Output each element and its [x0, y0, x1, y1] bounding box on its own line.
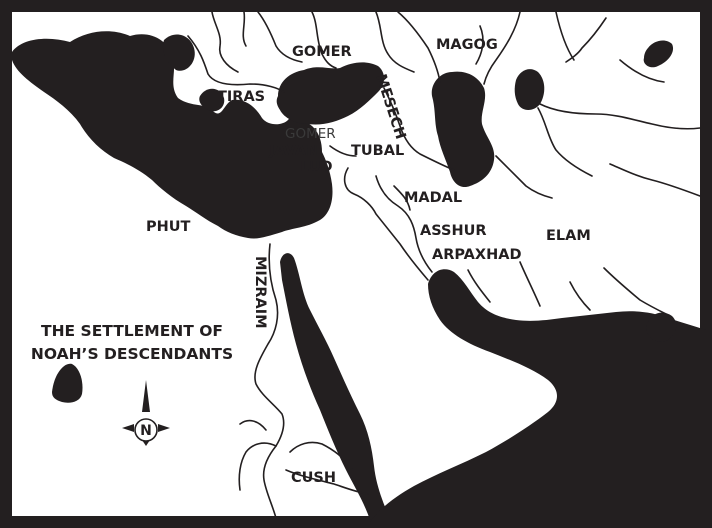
- river-tigris-2: [393, 185, 411, 211]
- compass-east-arm: [158, 424, 170, 432]
- map-title-line-2: NOAH’S DESCENDANTS: [31, 345, 233, 363]
- label-tubal: TUBAL: [351, 143, 404, 159]
- river-nile: [254, 243, 285, 519]
- river-north-1: [211, 11, 239, 73]
- river-amu: [537, 107, 593, 177]
- label-javan: JAVAN: [268, 143, 318, 159]
- river-nile-branch-4: [239, 419, 267, 431]
- island-blob: [52, 363, 83, 403]
- black-sea: [276, 62, 384, 125]
- river-zagros-1: [467, 269, 491, 303]
- river-dniester: [257, 11, 303, 63]
- river-northeast-3: [619, 59, 665, 83]
- label-elam: ELAM: [546, 228, 591, 244]
- river-east-1: [609, 163, 701, 197]
- river-zagros-2: [519, 261, 541, 307]
- river-indus-region: [603, 267, 667, 315]
- label-tiras: TIRAS: [217, 89, 265, 105]
- river-ural: [483, 11, 521, 85]
- river-nile-branch-1: [238, 442, 277, 491]
- river-nile-branch-3: [285, 469, 369, 495]
- compass-west-arm: [122, 424, 134, 432]
- label-magog: MAGOG: [436, 37, 498, 53]
- label-cush: CUSH: [291, 470, 336, 486]
- label-mizraim: MIZRAIM: [252, 256, 268, 329]
- mediterranean-sea: [12, 31, 333, 239]
- label-asshur: ASSHUR: [420, 223, 487, 239]
- label-gomer-north: GOMER: [292, 44, 352, 60]
- river-danube: [187, 35, 285, 93]
- river-caspian-east: [495, 155, 553, 199]
- red-sea: [280, 253, 388, 520]
- river-don: [375, 11, 415, 73]
- map-title-line-1: THE SETTLEMENT OF: [41, 322, 223, 340]
- river-mesech-border: [383, 87, 455, 171]
- caspian-sea: [431, 71, 495, 188]
- river-volga-2: [475, 25, 484, 65]
- river-anatolia: [329, 145, 357, 157]
- river-volga: [397, 11, 441, 83]
- river-north-2: [242, 11, 247, 47]
- label-madal: MADAL: [404, 190, 462, 206]
- persian-gulf-arabian-sea: [370, 269, 706, 522]
- river-syr: [539, 103, 701, 130]
- river-zagros-3: [569, 281, 591, 311]
- river-nile-branch-2: [289, 441, 353, 469]
- compass-rose: N: [122, 380, 170, 446]
- compass-n-letter: N: [140, 423, 152, 439]
- aral-sea: [514, 69, 545, 110]
- river-euphrates: [343, 167, 429, 281]
- aegean-land-blob: [162, 34, 195, 71]
- label-phut: PHUT: [146, 219, 191, 235]
- compass-circle: [134, 418, 158, 442]
- river-dnieper: [311, 11, 337, 69]
- river-northeast-2: [565, 17, 607, 63]
- compass-north-arrow: [142, 380, 150, 412]
- gulf-island-blob: [646, 312, 677, 342]
- lake-balkhash: [643, 40, 674, 68]
- river-tigris: [375, 175, 433, 273]
- label-gomer-south: GOMER: [285, 126, 336, 142]
- label-lud: LUD: [300, 159, 333, 175]
- label-arpaxhad: ARPAXHAD: [432, 247, 521, 263]
- greece-coast: [199, 88, 225, 112]
